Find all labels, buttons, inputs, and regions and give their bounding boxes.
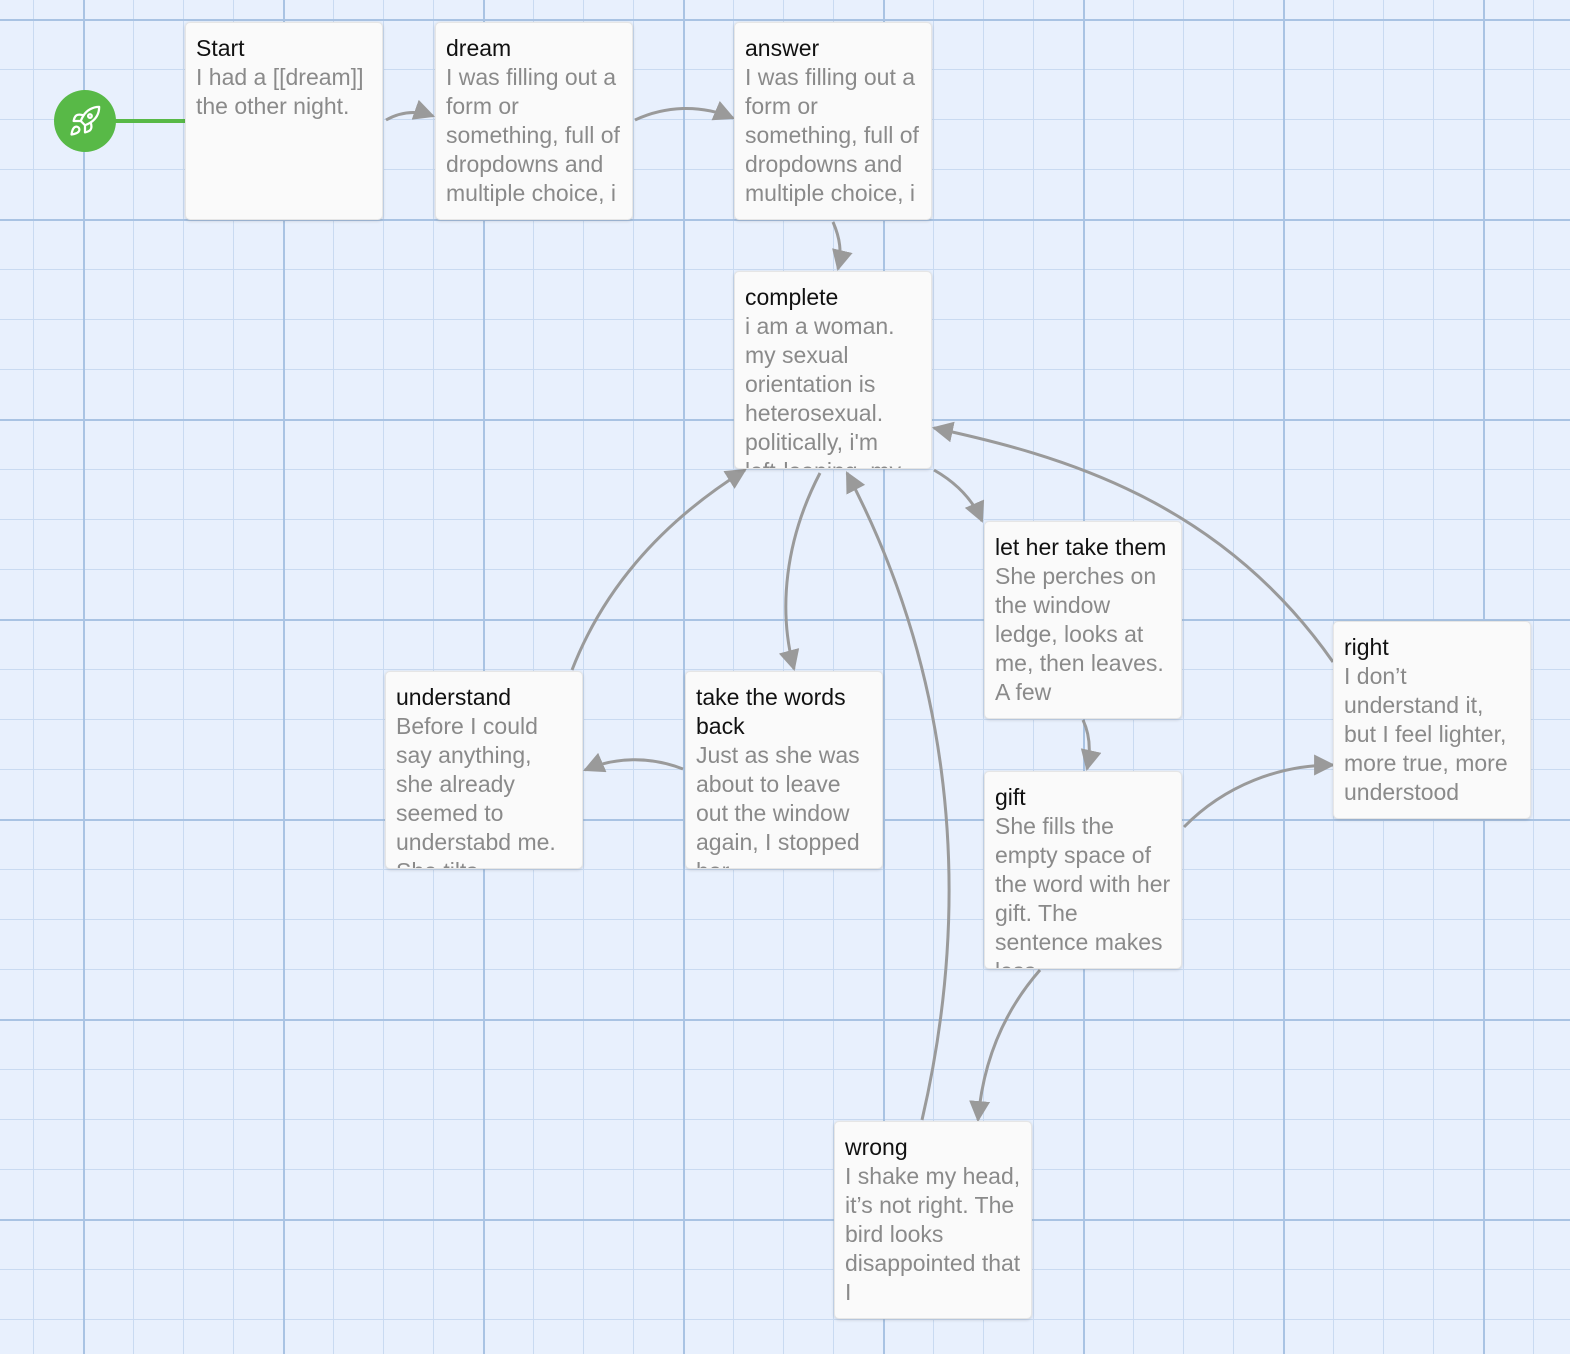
passage-title: understand [396,684,512,710]
passage-answer[interactable]: answer I was filling out a form or somet… [734,22,932,220]
link-complete-to-let-her-take-them [933,468,985,523]
passage-excerpt: I was filling out a form or something, f… [446,64,620,206]
passage-title: right [1344,634,1389,660]
passage-excerpt: She fills the empty space of the word wi… [995,813,1171,968]
passage-right[interactable]: right I don’t understand it, but I feel … [1333,621,1531,819]
passage-dream[interactable]: dream I was filling out a form or someth… [435,22,633,220]
link-complete-to-take-the-words-back [778,472,822,672]
link-let-her-take-them-to-gift [1080,719,1102,772]
passage-excerpt: i am a woman. my sexual orientation is h… [745,313,901,468]
passage-wrong[interactable]: wrong I shake my head, it’s not right. T… [834,1121,1032,1319]
passage-title: dream [446,35,512,61]
link-start-to-dream [385,99,435,122]
link-understand-to-complete [570,468,747,671]
rocket-icon [70,105,101,136]
passage-excerpt: I don’t understand it, but I feel lighte… [1344,663,1508,805]
passage-excerpt: She perches on the window ledge, looks a… [995,563,1164,705]
passage-excerpt: Before I could say anything, she already… [396,713,556,868]
passage-excerpt: I had a [[dream]] the other night. [196,64,364,119]
passage-title: Start [196,35,245,61]
passage-title: wrong [845,1134,908,1160]
link-dream-to-answer [634,100,735,122]
passage-understand[interactable]: understand Before I could say anything, … [385,671,583,869]
start-connector [112,119,186,123]
passage-start[interactable]: Start I had a [[dream]] the other night. [185,22,383,220]
passage-excerpt: Just as she was about to leave out the w… [696,742,860,868]
passage-title: answer [745,35,820,61]
passage-title: let her take them [995,534,1167,560]
link-take-the-words-back-to-understand [583,752,684,773]
passage-gift[interactable]: gift She fills the empty space of the wo… [984,771,1182,969]
passage-complete[interactable]: complete i am a woman. my sexual orienta… [734,271,932,469]
start-passage-marker[interactable] [54,90,116,152]
passage-title: complete [745,284,839,310]
link-gift-to-wrong [969,969,1042,1123]
link-gift-to-right [1182,754,1336,829]
link-answer-to-complete [831,221,853,272]
passage-let-her-take-them[interactable]: let her take them She perches on the win… [984,521,1182,719]
passage-take-the-words-back[interactable]: take the words back Just as she was abou… [685,671,883,869]
passage-excerpt: I shake my head, it’s not right. The bir… [845,1163,1021,1305]
passage-title: gift [995,784,1026,810]
passage-excerpt: I was filling out a form or something, f… [745,64,919,206]
passage-title: take the words back [696,684,846,739]
